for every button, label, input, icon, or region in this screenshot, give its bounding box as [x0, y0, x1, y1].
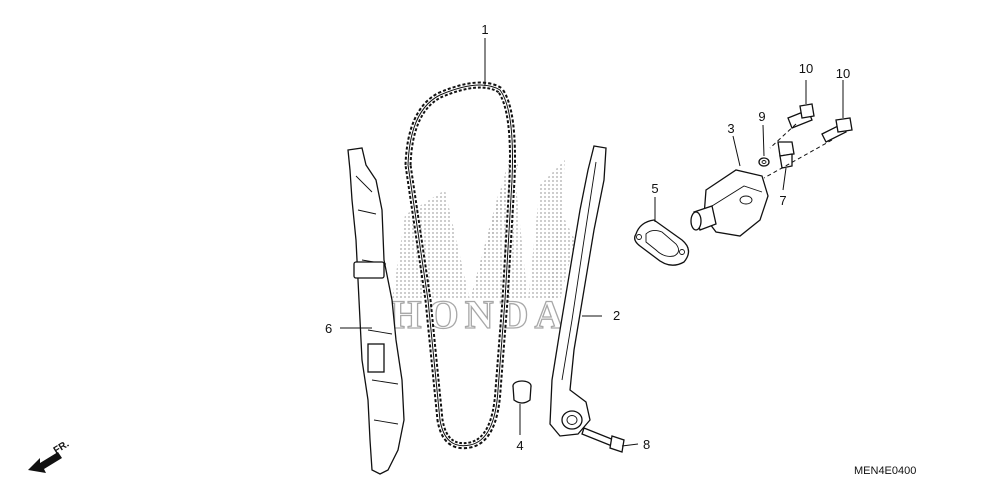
callout-1: 1: [481, 22, 488, 37]
front-direction-arrow-icon: [28, 452, 62, 473]
tensioner-gasket[interactable]: [634, 219, 690, 266]
callout-9: 9: [758, 109, 765, 124]
collar[interactable]: [512, 380, 532, 404]
callout-7: 7: [779, 193, 786, 208]
callout-2: 2: [613, 308, 620, 323]
bolt-10-upper[interactable]: [787, 103, 815, 129]
honda-wing-watermark-icon: [392, 148, 575, 300]
callout-4: 4: [516, 438, 523, 453]
front-direction-label: FR.: [52, 439, 72, 457]
honda-watermark-text: HONDA: [391, 292, 570, 337]
leader-lines: [340, 38, 844, 447]
callout-10-upper: 10: [799, 61, 813, 76]
sealing-bolt[interactable]: [777, 141, 795, 169]
callout-8: 8: [643, 437, 650, 452]
callout-6: 6: [325, 321, 332, 336]
callout-3: 3: [727, 121, 734, 136]
callout-10-right: 10: [836, 66, 850, 81]
bolt-8[interactable]: [581, 427, 625, 453]
callout-5: 5: [651, 181, 658, 196]
sealing-washer[interactable]: [758, 157, 770, 167]
bolt-10-right[interactable]: [821, 117, 853, 143]
cam-chain-tensioner-arm[interactable]: [549, 145, 607, 437]
cam-chain-tensioner-lifter[interactable]: [690, 169, 769, 237]
cam-chain[interactable]: [404, 81, 516, 450]
cam-chain-guide[interactable]: [347, 147, 405, 475]
diagram-code: MEN4E0400: [854, 465, 916, 477]
